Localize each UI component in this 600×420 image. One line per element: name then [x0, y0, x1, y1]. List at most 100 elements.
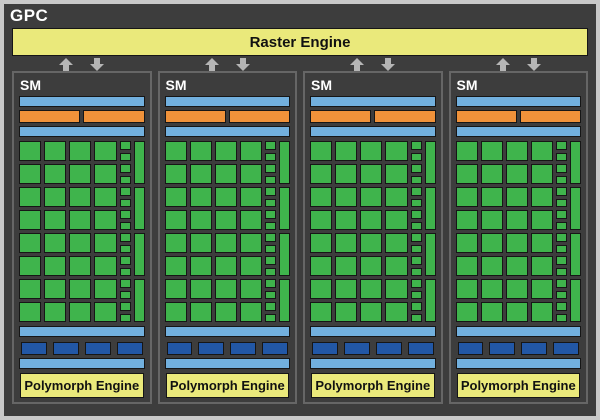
core-cell	[335, 233, 358, 253]
ldst-cell	[556, 279, 567, 288]
core-cell	[69, 302, 92, 322]
core-cell	[94, 141, 117, 161]
warp-scheduler-cell	[310, 110, 372, 123]
texture-cache-bar	[310, 358, 436, 369]
ldst-cell	[410, 313, 422, 322]
core-cell	[505, 302, 528, 322]
texture-unit-row	[312, 342, 434, 355]
ldst-column	[119, 141, 131, 322]
core-cell	[94, 233, 117, 253]
core-cell	[455, 187, 478, 207]
core-cell	[505, 164, 528, 184]
ldst-cell	[119, 267, 131, 276]
core-cell	[360, 210, 383, 230]
core-cell	[189, 302, 212, 322]
core-cell	[19, 187, 42, 207]
down-arrow-icon	[526, 58, 541, 71]
sfu-cell	[279, 279, 290, 322]
core-cell	[455, 233, 478, 253]
register-file-bar	[310, 126, 436, 137]
core-cell	[335, 210, 358, 230]
sfu-column	[424, 141, 436, 322]
sm-arrows	[449, 58, 589, 71]
core-cell	[189, 279, 212, 299]
core-cell	[239, 233, 262, 253]
core-cell	[530, 279, 553, 299]
core-cell	[69, 279, 92, 299]
ldst-column	[410, 141, 422, 322]
core-cell	[480, 187, 503, 207]
core-cell	[480, 302, 503, 322]
core-cell	[480, 279, 503, 299]
ldst-cell	[410, 210, 422, 219]
core-area	[164, 141, 290, 322]
ldst-cell	[410, 302, 422, 311]
texture-unit-cell	[52, 342, 79, 355]
core-cell	[44, 164, 67, 184]
core-cell	[164, 141, 187, 161]
core-cell	[385, 210, 408, 230]
core-cell	[19, 164, 42, 184]
ldst-cell	[410, 233, 422, 242]
core-cell	[19, 141, 42, 161]
core-cell	[505, 141, 528, 161]
core-cell	[239, 187, 262, 207]
core-cell	[94, 187, 117, 207]
core-cell	[19, 302, 42, 322]
texture-unit-row	[457, 342, 579, 355]
core-cell	[94, 256, 117, 276]
warp-scheduler-row	[310, 110, 436, 123]
register-file-bar	[455, 126, 581, 137]
core-cell	[44, 141, 67, 161]
down-arrow-icon	[90, 58, 105, 71]
core-cell	[455, 210, 478, 230]
ldst-cell	[410, 256, 422, 265]
core-cell	[214, 210, 237, 230]
arrows-row	[12, 58, 588, 71]
core-cell	[164, 210, 187, 230]
core-cell	[310, 256, 333, 276]
ldst-cell	[119, 221, 131, 230]
core-cell	[310, 302, 333, 322]
ldst-cell	[265, 267, 276, 276]
core-cell	[19, 210, 42, 230]
ldst-cell	[410, 221, 422, 230]
core-cell	[214, 141, 237, 161]
core-cell	[189, 210, 212, 230]
sfu-cell	[424, 141, 436, 184]
ldst-cell	[119, 279, 131, 288]
warp-scheduler-cell	[164, 110, 226, 123]
ldst-cell	[119, 141, 131, 150]
core-cell	[530, 233, 553, 253]
sm-label: SM	[456, 77, 478, 93]
core-cell	[214, 279, 237, 299]
ldst-cell	[119, 290, 131, 299]
sfu-cell	[424, 233, 436, 276]
sm-label: SM	[311, 77, 332, 93]
core-cell	[455, 141, 478, 161]
core-cell	[44, 233, 67, 253]
core-cell	[69, 187, 92, 207]
sfu-cell	[133, 141, 145, 184]
ldst-cell	[410, 141, 422, 150]
core-cell	[164, 233, 187, 253]
core-cell	[505, 187, 528, 207]
register-file-bar	[19, 126, 145, 137]
ldst-cell	[556, 198, 567, 207]
core-cell	[360, 187, 383, 207]
sfu-column	[279, 141, 290, 322]
ldst-cell	[556, 210, 567, 219]
core-cell	[44, 187, 67, 207]
core-area	[310, 141, 436, 322]
core-cell	[164, 164, 187, 184]
core-cell	[385, 164, 408, 184]
sfu-cell	[424, 187, 436, 230]
texture-unit-row	[166, 342, 288, 355]
core-cell	[360, 164, 383, 184]
warp-scheduler-cell	[519, 110, 581, 123]
core-cell	[310, 279, 333, 299]
